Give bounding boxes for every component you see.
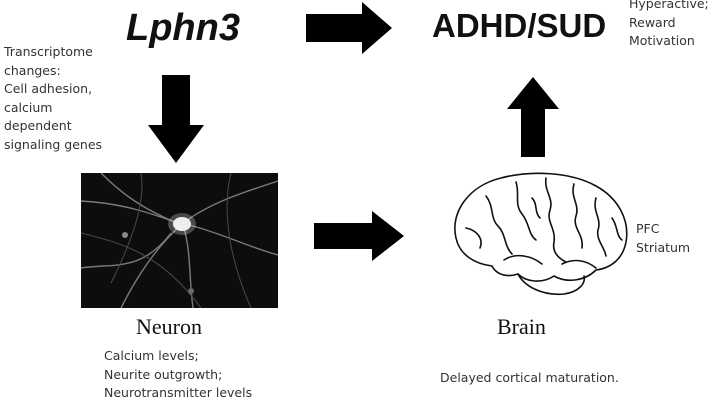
- arrow-right-neuron-to-brain: [314, 211, 404, 261]
- region-line: Striatum: [636, 239, 691, 255]
- neuron-micrograph: [81, 173, 278, 308]
- arrow-right-gene-to-disorder: [306, 2, 392, 54]
- transcriptome-line: changes:: [4, 62, 61, 78]
- behavior-line: Motivation: [629, 33, 695, 48]
- arrow-up-brain-to-disorder: [507, 77, 559, 157]
- neuron-label: Neuron: [136, 314, 202, 339]
- transcriptome-annotation: Transcriptome changes: Cell adhesion, ca…: [4, 43, 102, 154]
- transcriptome-line: calcium: [4, 99, 53, 115]
- transcriptome-line: Transcriptome: [4, 44, 93, 59]
- gene-title: Lphn3: [126, 7, 240, 49]
- brain-regions-annotation: PFC Striatum: [636, 220, 690, 257]
- neuron-effects-annotation: Calcium levels; Neurite outgrowth; Neuro…: [104, 347, 252, 403]
- neuron-effect-line: Neurotransmitter levels: [104, 385, 253, 400]
- transcriptome-line: signaling genes: [4, 136, 103, 152]
- disorder-title: ADHD/SUD: [432, 7, 607, 44]
- neuron-effect-line: Calcium levels;: [104, 348, 199, 363]
- region-line: PFC: [636, 221, 660, 236]
- neuron-effect-line: Neurite outgrowth;: [104, 366, 223, 382]
- behavior-annotation: Hyperactive; Reward Motivation: [629, 0, 709, 51]
- transcriptome-line: Cell adhesion,: [4, 81, 93, 96]
- brain-illustration: [446, 168, 632, 304]
- behavior-line: Reward: [629, 14, 676, 30]
- arrow-down-gene-to-neuron: [148, 75, 204, 163]
- brain-label: Brain: [497, 314, 546, 339]
- behavior-line: Hyperactive;: [629, 0, 709, 11]
- transcriptome-line: dependent: [4, 118, 72, 133]
- brain-effect-annotation: Delayed cortical maturation.: [440, 370, 619, 385]
